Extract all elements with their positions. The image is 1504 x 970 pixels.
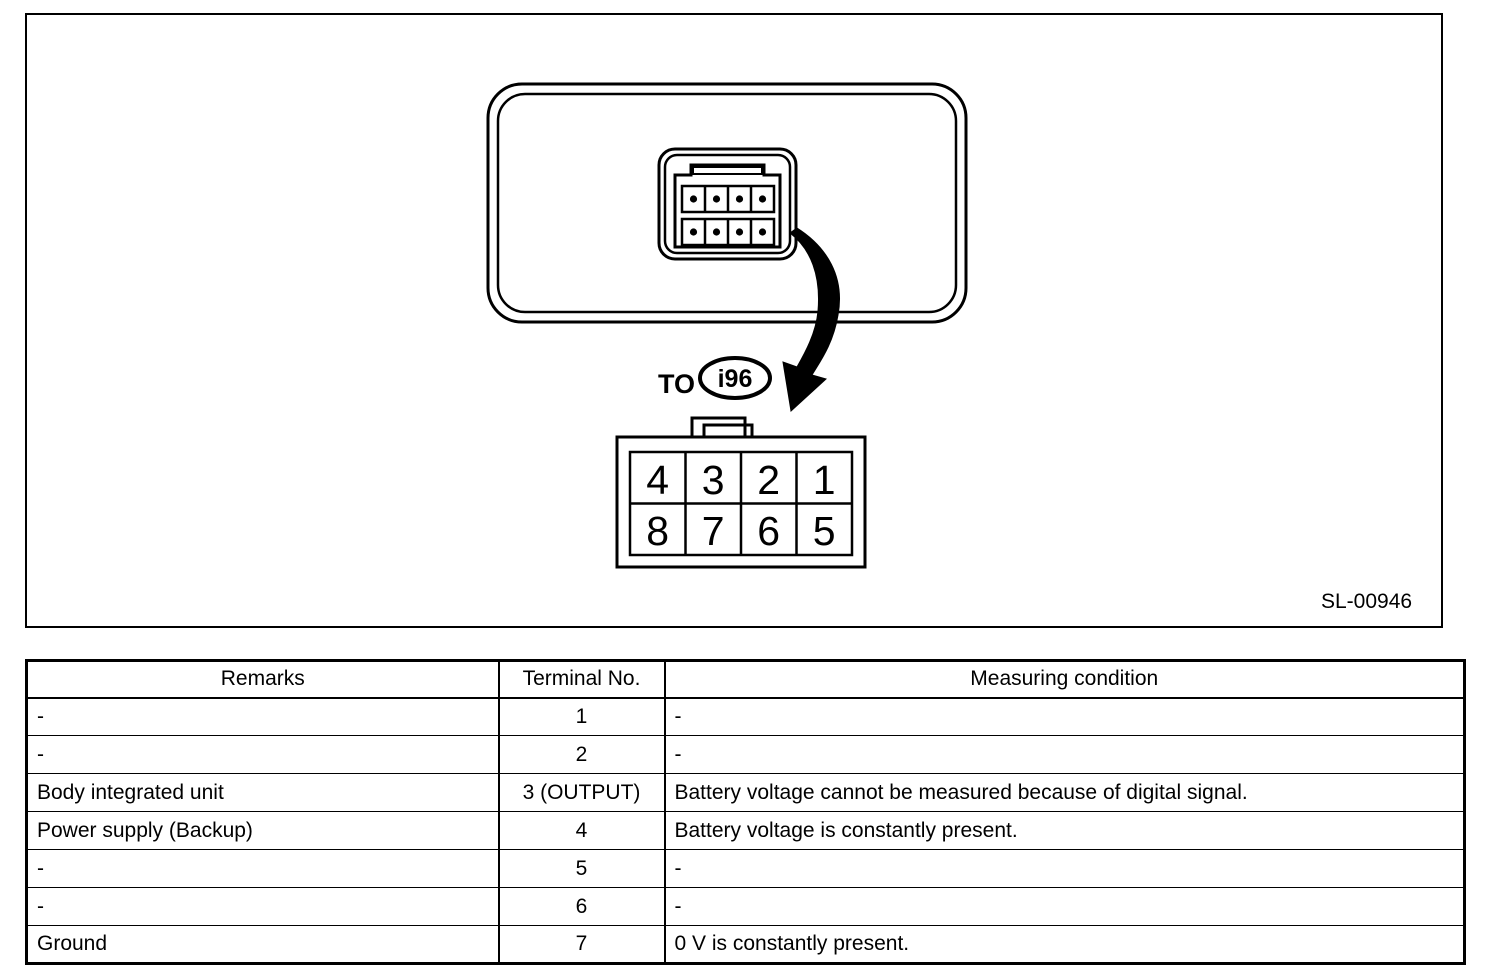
cell-remarks: - [25, 887, 499, 926]
pin-number-cell: 6 [757, 508, 780, 554]
pin-number-cell: 1 [813, 457, 836, 503]
pin-number-cell: 5 [813, 508, 836, 554]
cell-remarks: Power supply (Backup) [25, 811, 499, 850]
cell-measuring-condition: - [664, 849, 1466, 888]
pin-number-cell: 7 [702, 508, 725, 554]
cell-measuring-condition: Battery voltage cannot be measured becau… [664, 773, 1466, 812]
pin-number-cell: 8 [646, 508, 669, 554]
connector-shell-inner [663, 153, 792, 255]
pin-number-map: 4 3 2 1 8 7 6 5 [615, 416, 867, 569]
table-row: -6- [25, 887, 1466, 926]
ecu-housing-outline [486, 82, 968, 324]
cell-terminal-no: 7 [497, 925, 666, 965]
connector-keyway-profile [673, 163, 782, 249]
cell-remarks: Ground [25, 925, 499, 965]
connector-diagram-panel: TO i96 4 3 2 1 8 7 6 5 [25, 13, 1443, 628]
connector-id-label: i96 [718, 365, 753, 393]
table-row: -5- [25, 849, 1466, 888]
column-header-measuring-condition: Measuring condition [664, 659, 1466, 699]
cell-measuring-condition: - [664, 735, 1466, 774]
column-header-terminal-no: Terminal No. [497, 659, 666, 699]
pin-number-cell: 3 [702, 457, 725, 503]
cell-terminal-no: 1 [497, 697, 666, 736]
cell-terminal-no: 6 [497, 887, 666, 926]
curved-down-arrow [782, 227, 840, 412]
table-header-row: Remarks Terminal No. Measuring condition [25, 659, 1466, 699]
terminal-pin-dot [712, 228, 721, 236]
ecu-housing-inner-rect [496, 92, 958, 314]
connector-shell-outer [657, 147, 798, 261]
cell-measuring-condition: Battery voltage is constantly present. [664, 811, 1466, 850]
terminal-pin-dot [735, 228, 744, 236]
connector-diagram-svg: TO i96 4 3 2 1 8 7 6 5 [486, 82, 1412, 613]
terminal-pin-dot [758, 228, 767, 236]
arrow-body [782, 227, 840, 412]
connector-id-ellipse [698, 356, 772, 400]
terminal-spec-table: Remarks Terminal No. Measuring condition… [25, 659, 1466, 965]
terminal-pin-dot [735, 195, 744, 203]
cell-terminal-no: 5 [497, 849, 666, 888]
cell-remarks: Body integrated unit [25, 773, 499, 812]
diagram-reference-code: SL-00946 [1321, 590, 1412, 613]
cell-terminal-no: 4 [497, 811, 666, 850]
pin-map-keyway-outline [617, 416, 840, 439]
connector-latch-bar [692, 166, 763, 175]
to-label: TO [658, 369, 695, 399]
terminal-pin-dot [758, 195, 767, 203]
8-pin-connector-face [657, 147, 798, 261]
cell-remarks: - [25, 697, 499, 736]
table-header: Remarks Terminal No. Measuring condition [25, 659, 1466, 699]
cell-measuring-condition: - [664, 697, 1466, 736]
cell-remarks: - [25, 849, 499, 888]
cell-terminal-no: 3 (OUTPUT) [497, 773, 666, 812]
cell-terminal-no: 2 [497, 735, 666, 774]
terminal-pin-dot [689, 195, 698, 203]
terminal-pin-dot [689, 228, 698, 236]
ecu-housing-outer-rect [486, 82, 968, 324]
cell-measuring-condition: 0 V is constantly present. [664, 925, 1466, 965]
cell-remarks: - [25, 735, 499, 774]
column-header-remarks: Remarks [25, 659, 499, 699]
pin-map-outer-body [615, 435, 867, 569]
cell-measuring-condition: - [664, 887, 1466, 926]
terminal-cavity-grid [680, 184, 776, 247]
terminal-pin-dot [712, 195, 721, 203]
pin-number-cell: 4 [646, 457, 669, 503]
connector-destination-label: TO i96 [658, 356, 772, 400]
table-row: -1- [25, 697, 1466, 736]
pin-number-cell: 2 [757, 457, 780, 503]
table-row: -2- [25, 735, 1466, 774]
